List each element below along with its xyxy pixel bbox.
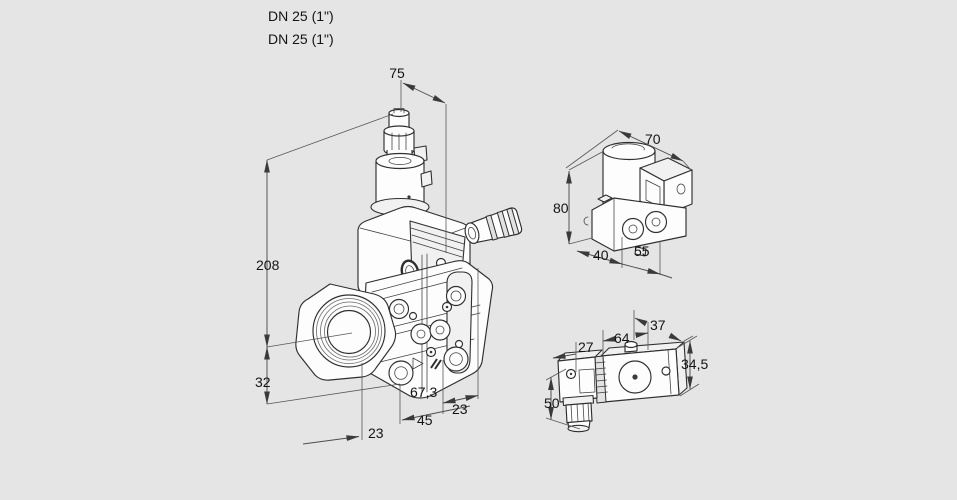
valve-body-main <box>295 253 494 399</box>
dim-main-offset-bottom: 23 <box>368 425 384 441</box>
dim-top-height: 80 <box>553 200 569 216</box>
dim-main-flange-height: 32 <box>255 374 271 390</box>
dim-main-offset-right: 23 <box>452 401 468 417</box>
iso-view-main: 75 208 32 23 45 23 67,3 <box>255 65 523 445</box>
pressure-test-ports <box>408 301 464 358</box>
connection-size-labels: DN 25 (1") DN 25 (1") <box>268 8 334 47</box>
iso-view-top: 70 80 40 55 <box>553 129 693 279</box>
actuator-body-side <box>593 340 688 404</box>
dim-side-body-width: 64 <box>614 330 630 346</box>
flow-direction-mark <box>412 357 424 370</box>
pipe-size-label-1: DN 25 (1") <box>268 8 334 24</box>
dimensions-side: 27 64 37 34,5 50 <box>544 310 708 430</box>
solenoid-coil-main <box>370 152 433 217</box>
valve-body-rear <box>583 197 687 257</box>
flange-bolts <box>388 285 469 386</box>
dim-main-top-width: 75 <box>389 65 405 81</box>
connector-box-side <box>557 349 603 403</box>
dim-side-top-depth: 37 <box>650 317 666 333</box>
dim-side-connector-height: 50 <box>544 395 560 411</box>
dim-top-width: 70 <box>645 131 661 147</box>
dimensions-main: 75 208 32 23 45 23 67,3 <box>255 65 479 445</box>
cable-gland-side <box>562 394 595 433</box>
iso-view-side: 27 64 37 34,5 50 <box>544 310 708 433</box>
dim-side-body-height: 34,5 <box>681 356 708 372</box>
dim-main-diagonal-depth: 67,3 <box>410 384 437 400</box>
dimensions-top: 70 80 40 55 <box>553 129 692 279</box>
dim-side-connector-width: 27 <box>578 339 594 355</box>
dim-top-depth-left: 40 <box>593 247 609 263</box>
pipe-size-label-2: DN 25 (1") <box>268 31 334 47</box>
threaded-flange <box>295 283 397 381</box>
dim-main-total-height: 208 <box>256 257 280 273</box>
connector-box-rear <box>639 157 693 216</box>
dim-main-body-width: 45 <box>417 412 433 428</box>
break-mark <box>430 358 442 370</box>
dim-top-depth-right: 55 <box>634 243 650 259</box>
cable-gland-main <box>464 207 523 244</box>
